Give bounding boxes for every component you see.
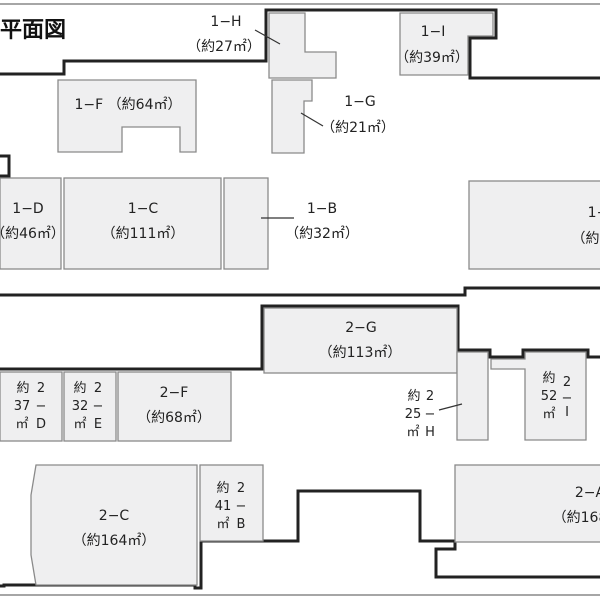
room-2-H-area-2: 25 [405,407,422,422]
room-2-G-area: （約113㎡） [319,345,402,361]
room-1-F[interactable] [57,79,197,153]
room-2-C-area: （約164㎡） [73,533,156,549]
room-1-I[interactable] [399,12,494,76]
room-2-A-area: （約168 [553,510,600,526]
room-2-D-area-2: 37 [14,399,31,414]
room-2-E[interactable] [63,371,117,442]
room-2-E-area-3: ㎡ [73,417,86,432]
room-2-C-name: 2−C [99,508,130,524]
floor2-upper-wall [0,304,600,371]
room-2-B[interactable] [199,464,264,542]
room-2-G-name: 2−G [345,320,377,336]
room-1-I-area: （約39㎡） [395,50,469,66]
room-1-F-label: 1−F （約64㎡） [75,97,182,113]
room-1-C-area: （約111㎡） [102,226,185,242]
room-2-H-code-1: 2 [426,389,434,404]
room-2-F-area: （約68㎡） [137,410,211,426]
room-2-B-area-1: 約 [216,481,229,496]
room-1-H-area: （約27㎡） [187,39,261,55]
room-2-E-code-2: − [93,399,104,414]
room-2-H[interactable] [456,351,489,441]
room-2-B-code-3: B [237,517,246,532]
room-2-E-area-1: 約 [73,381,86,396]
room-1-A-area: （約1 [572,231,600,247]
room-2-B-code-1: 2 [237,481,245,496]
room-2-B-code-2: − [236,499,247,514]
room-2-I-area-2: 52 [541,389,558,404]
leader-1-G [300,112,324,127]
room-2-H-area-1: 約 [407,389,420,404]
room-2-D-area-1: 約 [16,381,29,396]
room-1-G-name: 1−G [344,94,376,110]
room-2-C[interactable] [30,464,198,586]
leader-1-H [254,29,281,45]
room-2-H-code-2: − [425,407,436,422]
room-2-D-code-2: − [36,399,47,414]
room-1-C[interactable] [63,177,222,270]
plan-title: 平面図 [0,18,66,43]
room-1-C-name: 1−C [128,201,159,217]
leader-2-H [438,403,463,411]
room-1-D-area: （約46㎡） [0,226,65,242]
floor1-left-notch-wall [0,154,11,178]
room-2-I-area-1: 約 [542,371,555,386]
room-2-E-area-2: 32 [72,399,89,414]
room-2-I-code-2: − [562,391,573,406]
room-1-B-name: 1−B [307,201,337,217]
room-2-D[interactable] [0,371,63,442]
room-2-E-code-1: 2 [94,381,102,396]
room-2-I[interactable] [490,351,587,441]
room-2-H-code-3: H [425,425,435,440]
room-1-B-area: （約32㎡） [285,226,359,242]
room-1-H-name: 1−H [210,14,241,30]
room-2-F[interactable] [117,371,232,442]
room-1-D-name: 1−D [12,201,43,217]
room-1-G-area: （約21㎡） [321,120,395,136]
room-1-G[interactable] [271,79,313,154]
room-2-A-name: 2−A [575,485,600,501]
room-2-B-area-3: ㎡ [216,517,229,532]
floor1-upper-wall [0,8,600,80]
room-1-B[interactable] [223,177,269,270]
room-2-F-name: 2−F [160,385,189,401]
room-2-I-area-3: ㎡ [542,407,555,422]
room-2-E-code-3: E [94,417,102,432]
room-1-A[interactable] [468,180,600,270]
room-2-D-code-1: 2 [37,381,45,396]
room-2-D-area-3: ㎡ [15,417,28,432]
room-1-A-name: 1− [588,205,600,221]
room-2-A[interactable] [454,464,600,543]
room-2-G[interactable] [263,307,458,374]
room-1-I-name: 1−I [421,24,446,40]
floor1-lower-wall [0,286,600,297]
room-2-H-area-3: ㎡ [406,425,419,440]
room-2-I-code-1: 2 [563,375,571,390]
room-1-H[interactable] [268,12,337,79]
room-2-B-area-2: 41 [215,499,232,514]
room-1-D[interactable] [0,177,62,270]
room-2-I-code-3: I [565,405,569,420]
room-2-D-code-3: D [36,417,46,432]
